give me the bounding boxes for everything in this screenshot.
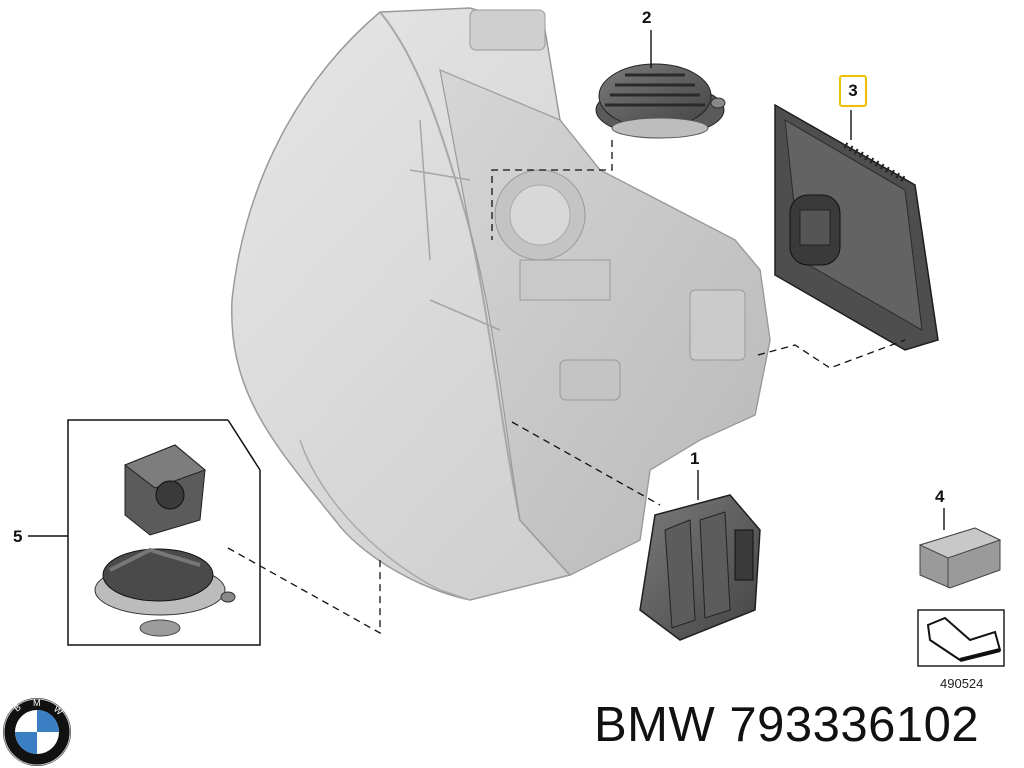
part-5-group <box>67 419 261 646</box>
svg-text:M: M <box>33 698 41 708</box>
part-2-heatsink <box>595 63 726 139</box>
diagram-id: 490524 <box>940 676 984 691</box>
bmw-roundel-icon: B M W <box>3 698 71 766</box>
svg-text:B: B <box>12 702 23 714</box>
dashed-fitting-lines <box>227 140 906 635</box>
part-number-caption: BMW 793336102 <box>594 698 980 752</box>
headlight-housing <box>231 7 771 601</box>
callout-part-5: 5 <box>13 527 23 546</box>
part-1-ballast <box>639 494 761 641</box>
fitting-reference-icon <box>917 609 1005 667</box>
callout-part-2: 2 <box>642 8 652 27</box>
callout-part-4: 4 <box>935 487 945 506</box>
callout-part-3-highlighted: 3 <box>839 75 867 107</box>
callout-part-1: 1 <box>690 449 700 468</box>
part-4-box <box>918 527 1002 589</box>
part-3-control-module <box>774 103 939 351</box>
